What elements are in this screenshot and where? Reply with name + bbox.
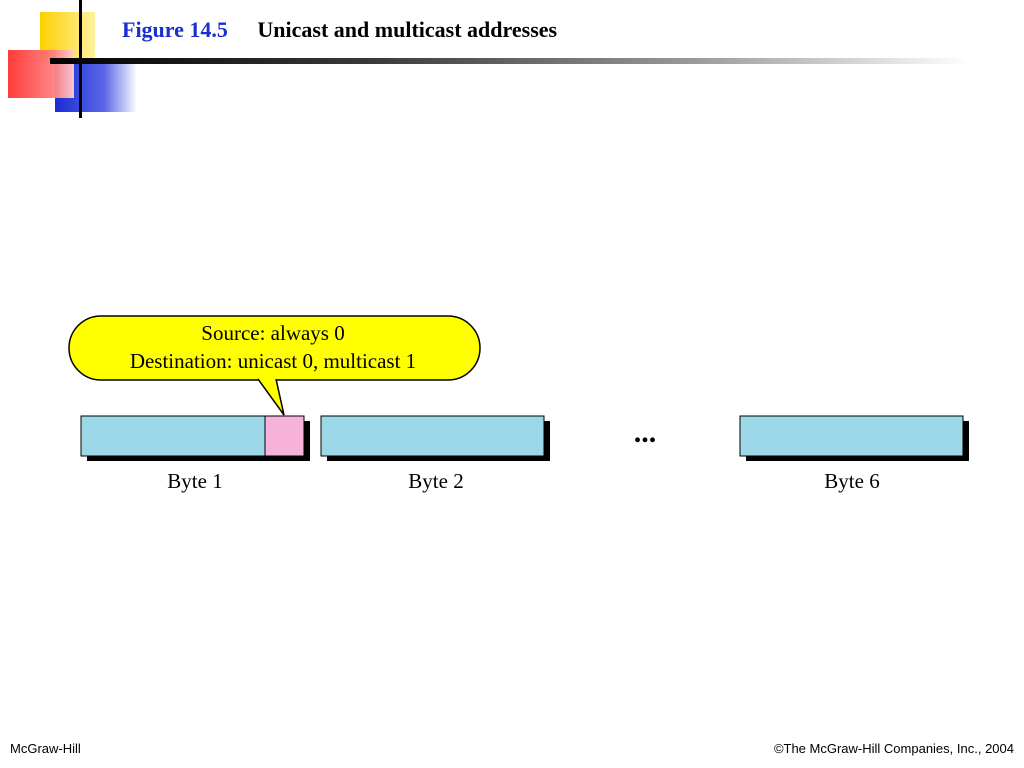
byte-1-label: Byte 1 (167, 469, 222, 493)
byte-1-box (80, 415, 310, 461)
callout-line-1: Source: always 0 (201, 321, 344, 345)
page-title: Figure 14.5 Unicast and multicast addres… (122, 17, 557, 43)
callout-pointer-outline (257, 378, 285, 416)
figure-title: Unicast and multicast addresses (257, 17, 558, 42)
byte-1-lsb-bit (264, 415, 305, 457)
byte-6-label: Byte 6 (824, 469, 879, 493)
byte-2-box (320, 415, 550, 461)
footer-publisher: McGraw-Hill (10, 741, 81, 756)
footer-copyright: ©The McGraw-Hill Companies, Inc., 2004 (773, 741, 1014, 756)
figure-label: Figure 14.5 (122, 17, 228, 42)
byte-2-field (320, 415, 545, 457)
ellipsis: ... (634, 416, 657, 449)
callout-line-2: Destination: unicast 0, multicast 1 (130, 349, 416, 373)
byte-2-label: Byte 2 (408, 469, 463, 493)
slide-logo (8, 0, 137, 118)
title-underline (50, 58, 970, 64)
byte-6-field (739, 415, 964, 457)
callout-bubble: Source: always 0 Destination: unicast 0,… (68, 315, 481, 416)
byte-6-box (739, 415, 969, 461)
